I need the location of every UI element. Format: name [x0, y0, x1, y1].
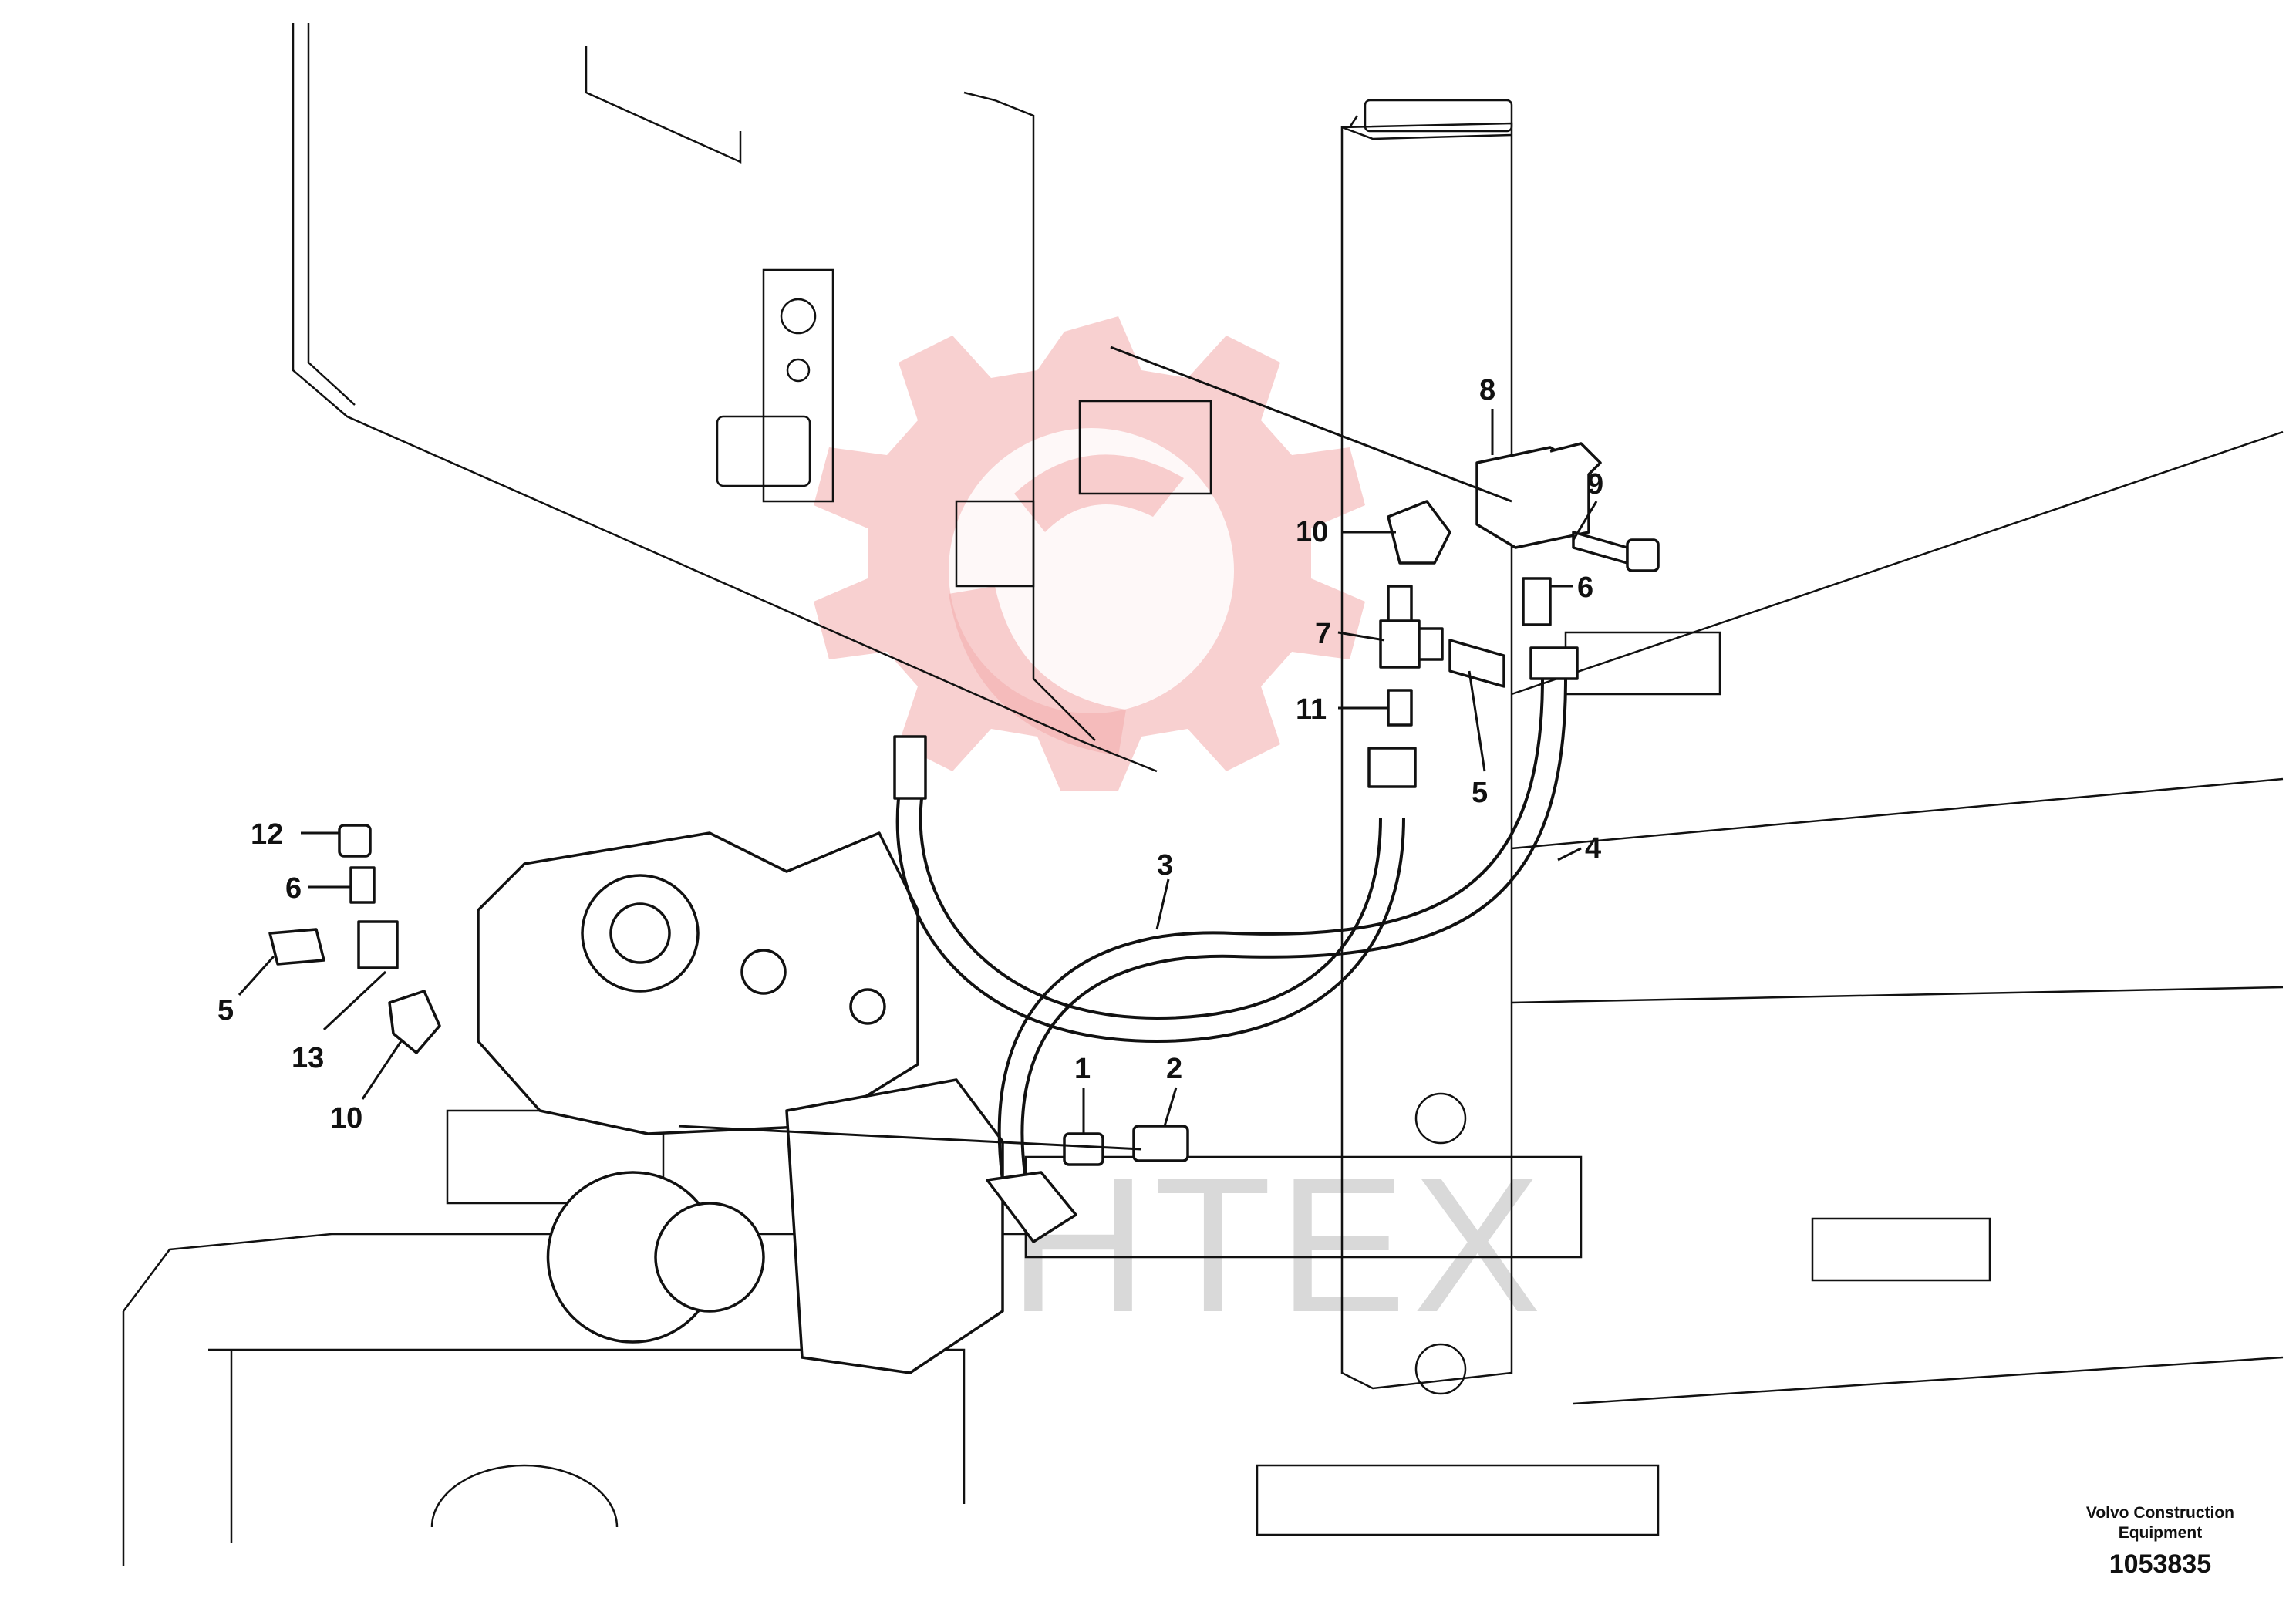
drawing-number: 1053835 [2109, 1549, 2212, 1579]
watermark-gear-logo [814, 316, 1365, 791]
valve-block-part-8 [1475, 446, 1590, 549]
coupler-part-5-upper [1448, 639, 1505, 688]
callout-9: 9 [1587, 468, 1603, 501]
callout-6-lower: 6 [285, 872, 302, 905]
drawing-footer: Volvo Construction Equipment 1053835 [2086, 1503, 2234, 1580]
callout-10-upper: 10 [1296, 516, 1328, 548]
callout-8: 8 [1479, 374, 1495, 406]
callout-5-upper: 5 [1472, 777, 1488, 809]
elbow-part-10-upper [1387, 500, 1451, 565]
bolt-part-9 [1572, 531, 1629, 565]
leader-lines [238, 346, 1598, 1151]
callout-10-lower: 10 [330, 1102, 362, 1135]
tee-part-7 [1379, 619, 1421, 669]
fitting-part-1 [1063, 1132, 1104, 1166]
elbow-part-10-lower [388, 990, 441, 1054]
hoses [893, 646, 1579, 1243]
callout-2: 2 [1166, 1053, 1182, 1085]
callout-13: 13 [292, 1042, 324, 1074]
callout-6-upper: 6 [1577, 572, 1593, 604]
callout-1: 1 [1074, 1053, 1091, 1085]
hose-4 [997, 678, 1544, 1181]
callout-11: 11 [1296, 693, 1327, 726]
callout-4: 4 [1585, 832, 1601, 865]
hose-3 [895, 798, 1405, 1044]
maker-line-1: Volvo Construction [2085, 1504, 2234, 1522]
fitting-part-2 [1132, 1125, 1189, 1162]
callout-7: 7 [1315, 618, 1331, 650]
callout-labels: 8 9 10 6 7 11 5 4 3 12 6 5 13 10 1 2 [217, 374, 1603, 1135]
coupler-part-5-lower [268, 928, 325, 966]
adapter-part-6-lower [349, 866, 376, 904]
nipple-part-11 [1387, 689, 1413, 727]
adapter-part-6-upper [1522, 577, 1552, 626]
hydraulic-pump [477, 831, 1004, 1374]
machine-frame [122, 23, 2284, 1566]
tee-part-13 [357, 920, 399, 969]
callout-3: 3 [1157, 849, 1173, 882]
maker-line-2: Equipment [2118, 1524, 2203, 1542]
callout-5-lower: 5 [217, 994, 234, 1027]
fittings [268, 442, 1660, 1166]
callout-12: 12 [251, 818, 283, 851]
nut-part-12 [338, 824, 372, 858]
